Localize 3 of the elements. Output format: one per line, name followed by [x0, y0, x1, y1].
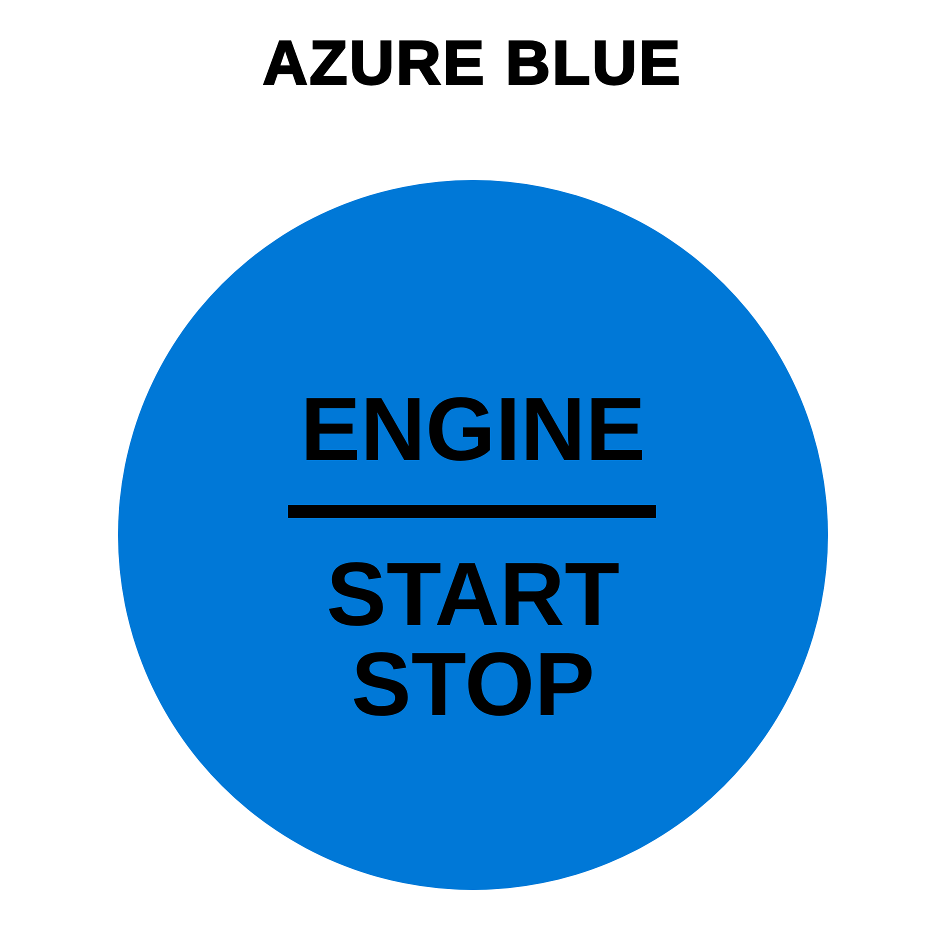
- title: AZURE BLUE: [262, 29, 682, 98]
- button-label: ENGINE: [300, 385, 646, 475]
- button-label: START STOP: [325, 550, 621, 730]
